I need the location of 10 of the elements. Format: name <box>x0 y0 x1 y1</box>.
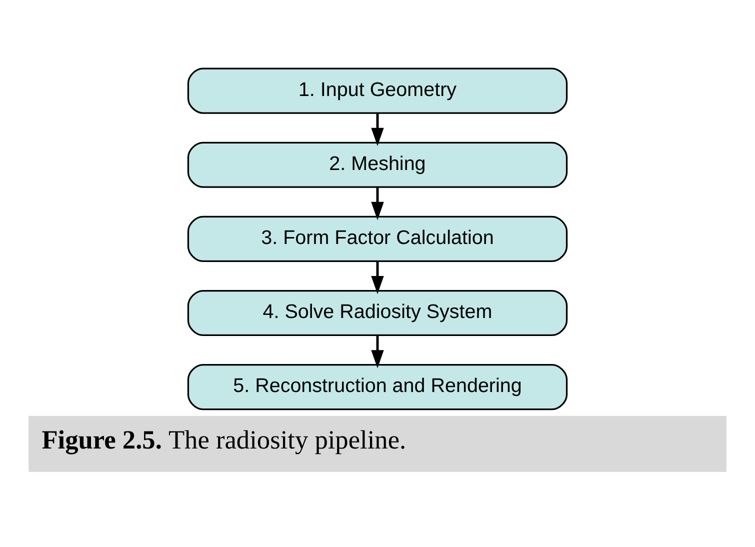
node-box: 1. Input Geometry <box>187 68 568 114</box>
arrow <box>371 261 384 294</box>
node-box: 2. Meshing <box>187 142 568 188</box>
arrow <box>371 187 384 220</box>
arrow <box>371 336 384 368</box>
node-box: 3. Form Factor Calculation <box>187 216 568 262</box>
arrow <box>371 113 384 146</box>
node-box: 5. Reconstruction and Rendering <box>187 364 568 410</box>
caption: Figure 2.5. The radiosity pipeline. <box>42 425 406 454</box>
node-box: 4. Solve Radiosity System <box>187 290 568 336</box>
